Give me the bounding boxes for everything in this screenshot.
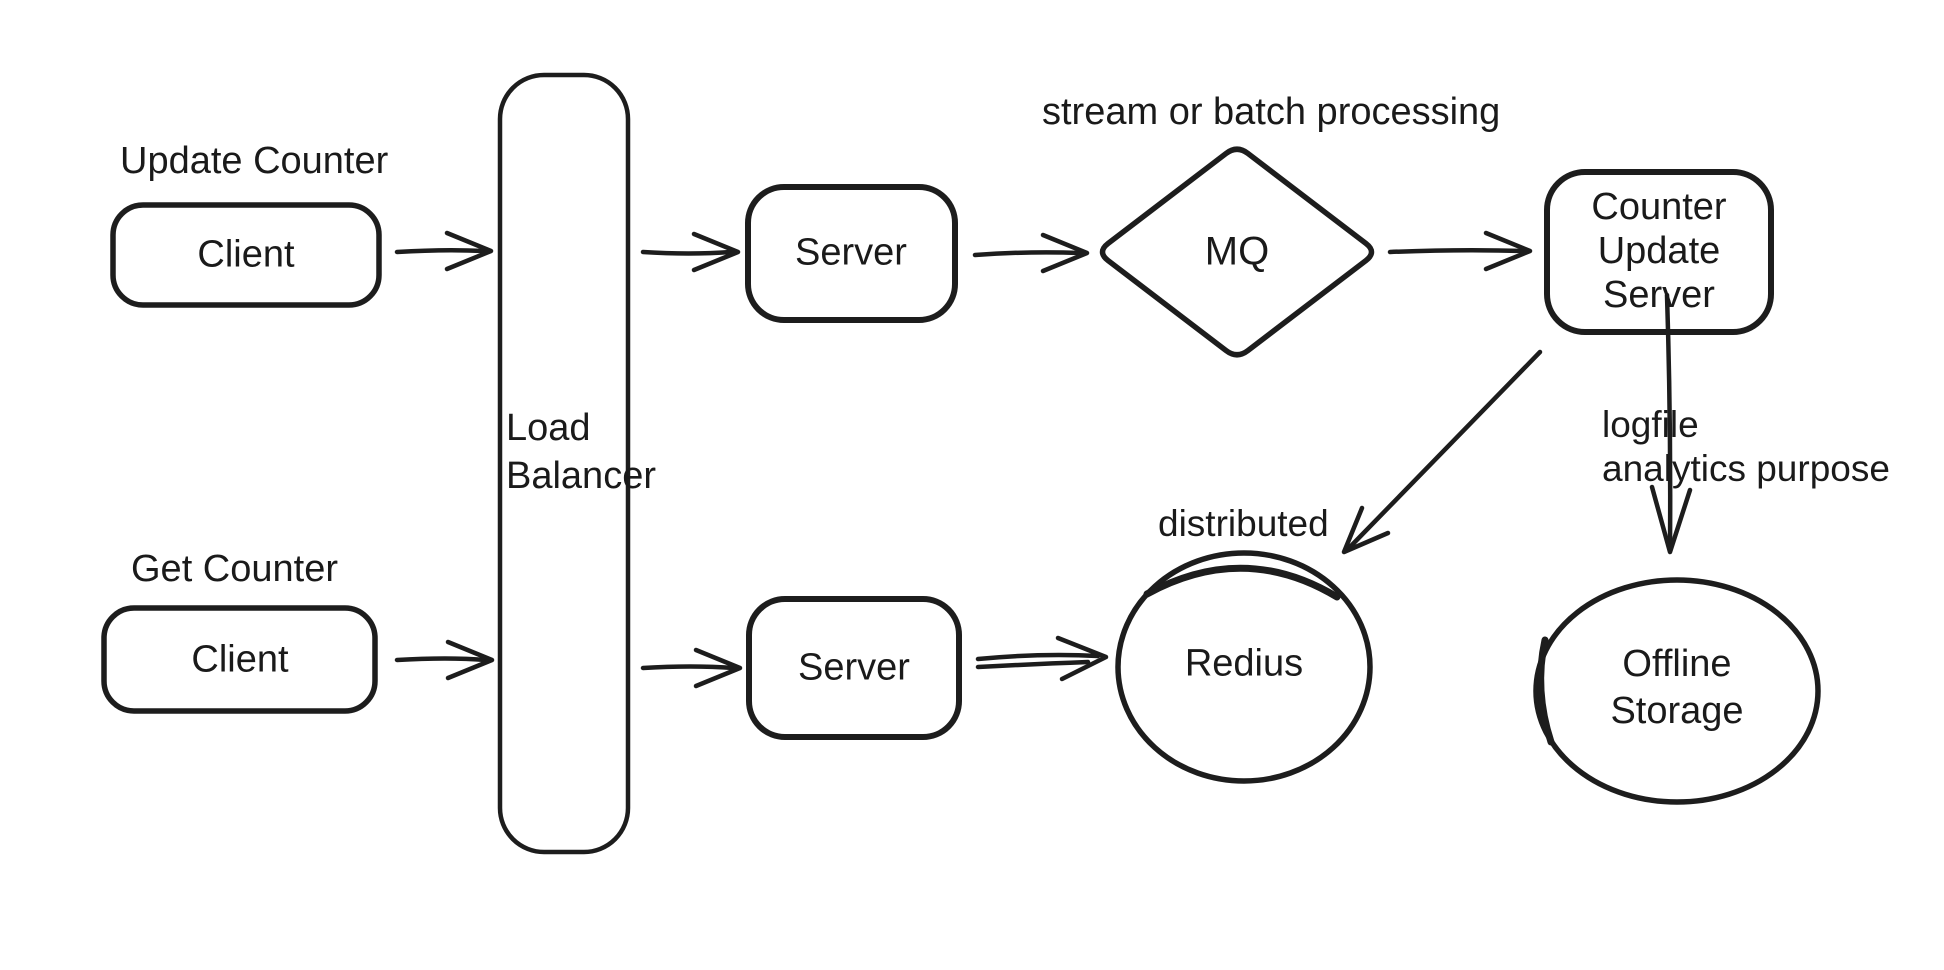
counter-update-server-label-line3: Server [1603,274,1715,316]
client-get-label: Client [191,638,289,681]
distributed-annotation: distributed [1158,503,1329,544]
offline-storage-label-line1: Offline [1622,643,1732,685]
arrow-mq-to-counter-update-server [1387,230,1533,272]
arrow-client-get-to-lb [394,639,495,681]
counter-update-server-label: Counter Update Server [1591,185,1726,317]
arrow-client-update-to-lb [394,230,494,272]
client-update-label: Client [197,233,295,276]
offline-storage-label-line2: Storage [1610,690,1744,732]
redius-label: Redius [1184,642,1304,685]
arrow-server-get-to-redius [975,635,1109,682]
offline-storage-ellipse [1533,577,1821,805]
counter-update-server-label-line2: Update [1597,230,1721,272]
redius-circle-overdraw [1143,564,1341,601]
server-update-label: Server [795,231,907,274]
mq-diamond [1099,146,1375,358]
redius-circle [1115,550,1373,784]
arrow-server-update-to-mq [972,232,1090,274]
arrow-lb-to-server-update [640,231,741,273]
client-get-box [101,605,378,714]
load-balancer-label-line1: Load [506,407,591,449]
logfile-annotation-line2: analytics purpose [1602,447,1890,489]
stream-or-batch-annotation: stream or batch processing [1042,91,1501,133]
load-balancer-label: Load Balancer [506,404,656,500]
client-update-box [110,202,382,308]
arrow-counter-update-server-to-redius [1341,349,1543,555]
get-counter-label: Get Counter [131,548,338,590]
logfile-annotation-line1: logfile [1602,404,1699,445]
mq-label: MQ [1204,229,1270,274]
counter-update-server-box [1544,169,1774,335]
arrow-lb-to-server-get [640,647,743,689]
offline-storage-label: Offline Storage [1610,641,1743,735]
server-get-label: Server [798,646,910,689]
offline-storage-overdraw [1537,636,1555,746]
load-balancer-box [497,72,631,855]
logfile-annotation: logfile analytics purpose [1602,403,1890,490]
server-update-box [745,184,958,323]
update-counter-label: Update Counter [120,140,389,182]
server-get-box [746,596,962,740]
arrow-counter-update-server-to-offline-storage [1649,292,1693,555]
load-balancer-label-line2: Balancer [506,455,656,497]
counter-update-server-label-line1: Counter [1591,186,1727,228]
